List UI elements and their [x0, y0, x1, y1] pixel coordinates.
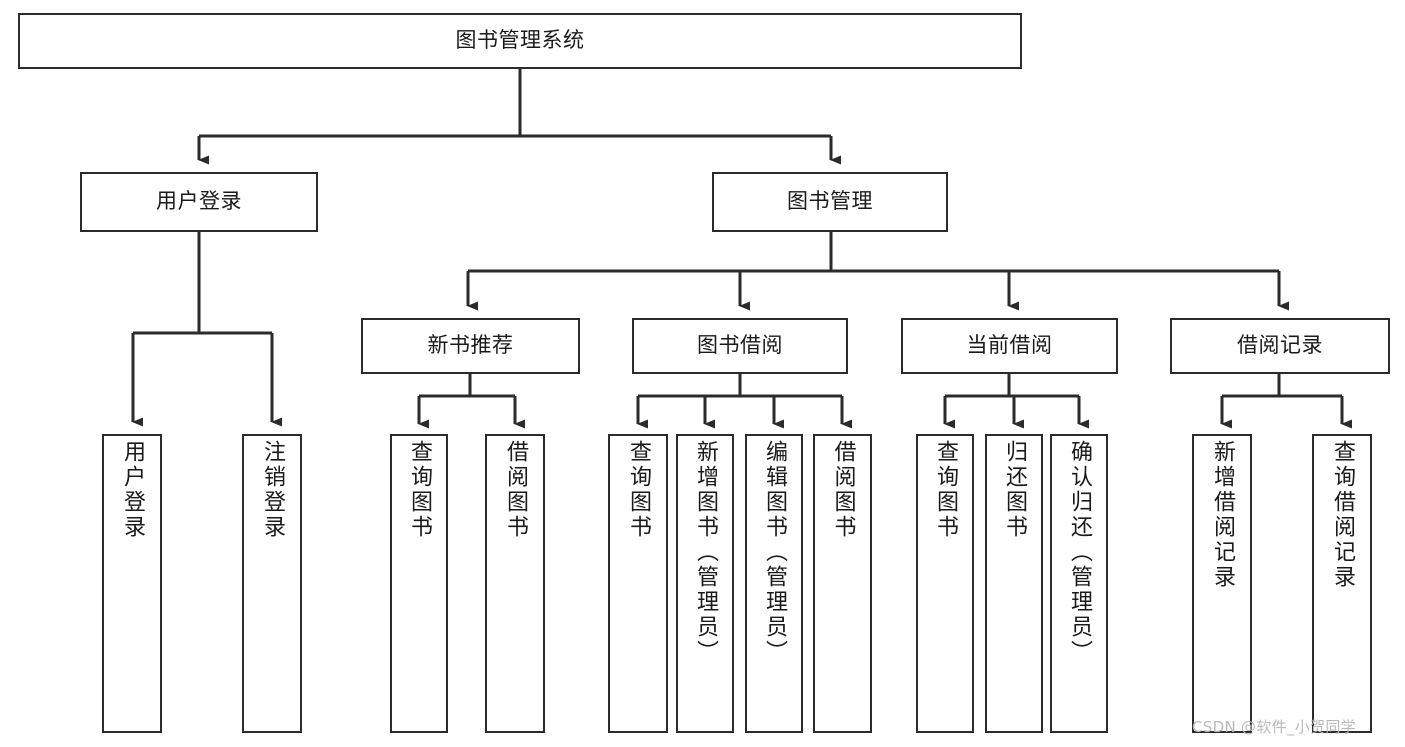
node-book-borrow-label: 图书借阅	[697, 333, 783, 358]
node-book-manage-label: 图书管理	[787, 189, 873, 214]
leaf-node[interactable]: 新增借阅记录	[1192, 434, 1252, 733]
node-root[interactable]: 图书管理系统	[18, 13, 1022, 69]
leaf-node-label: 注销登录	[260, 440, 285, 540]
leaf-node-label: 查询图书	[407, 440, 432, 540]
node-new-book-recommend-label: 新书推荐	[427, 333, 514, 358]
node-book-borrow[interactable]: 图书借阅	[632, 318, 848, 374]
leaf-node[interactable]: 查询图书	[608, 434, 668, 733]
node-borrow-record[interactable]: 借阅记录	[1170, 318, 1390, 374]
leaf-node[interactable]: 新增图书（管理员）	[676, 434, 734, 733]
leaf-node-label: 查询图书	[626, 440, 651, 540]
node-borrow-record-label: 借阅记录	[1237, 333, 1323, 358]
leaf-node-label: 编辑图书（管理员）	[762, 440, 787, 665]
leaf-node[interactable]: 注销登录	[242, 434, 302, 733]
leaf-node[interactable]: 查询借阅记录	[1312, 434, 1372, 733]
leaf-node[interactable]: 归还图书	[985, 434, 1043, 733]
leaf-node[interactable]: 编辑图书（管理员）	[745, 434, 803, 733]
leaf-node[interactable]: 借阅图书	[485, 434, 545, 733]
leaf-node-label: 归还图书	[1002, 440, 1027, 540]
leaf-node[interactable]: 查询图书	[916, 434, 974, 733]
leaf-node-label: 新增借阅记录	[1210, 440, 1235, 590]
leaf-node-label: 新增图书（管理员）	[693, 440, 718, 665]
leaf-node-label: 确认归还（管理员）	[1067, 440, 1092, 665]
leaf-node-label: 借阅图书	[830, 440, 856, 540]
leaf-node[interactable]: 借阅图书	[813, 434, 872, 733]
leaf-node-label: 查询借阅记录	[1330, 440, 1355, 590]
csdn-watermark: CSDN @软件_小贺同学	[1192, 718, 1356, 736]
node-new-book-recommend[interactable]: 新书推荐	[361, 318, 580, 374]
node-book-manage[interactable]: 图书管理	[712, 172, 948, 232]
leaf-node-label: 查询图书	[933, 440, 958, 540]
leaf-node[interactable]: 用户登录	[102, 434, 162, 733]
leaf-node-label: 借阅图书	[503, 440, 528, 540]
node-current-borrow-label: 当前借阅	[966, 333, 1053, 358]
node-user-login[interactable]: 用户登录	[80, 172, 318, 232]
leaf-node[interactable]: 查询图书	[390, 434, 448, 733]
node-current-borrow[interactable]: 当前借阅	[901, 318, 1118, 374]
leaf-node-label: 用户登录	[120, 440, 145, 540]
node-user-login-label: 用户登录	[156, 189, 242, 214]
node-root-label: 图书管理系统	[455, 28, 585, 53]
leaf-node[interactable]: 确认归还（管理员）	[1050, 434, 1108, 733]
